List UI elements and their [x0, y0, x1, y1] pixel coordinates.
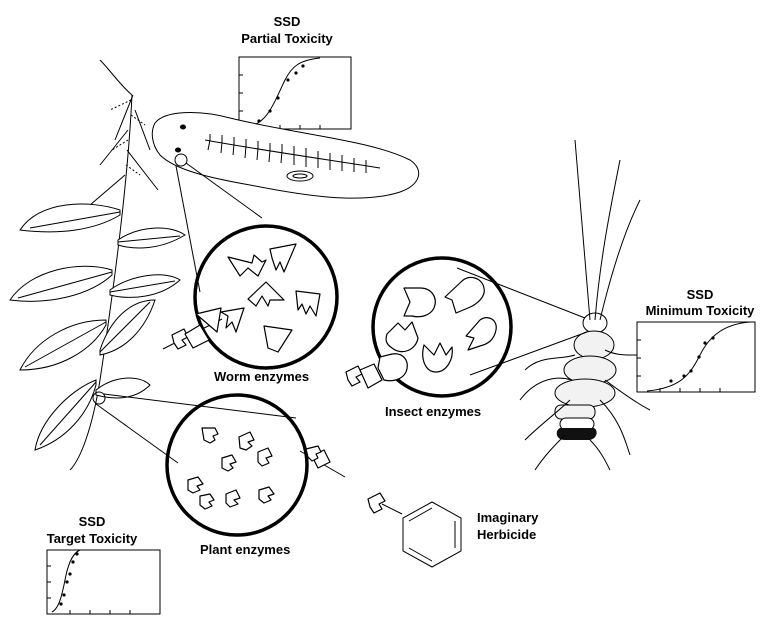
ssd-target-chart: SSD Target Toxicity	[47, 514, 160, 614]
ssd-target-title: SSD	[79, 514, 106, 529]
zoom-connector-lines	[96, 163, 587, 463]
insect-probe-key	[346, 354, 407, 388]
herbicide-label-line2: Herbicide	[477, 527, 536, 542]
insect-enzymes-label: Insect enzymes	[385, 404, 481, 419]
plant-enzymes-label: Plant enzymes	[200, 542, 290, 557]
ssd-partial-title: SSD	[274, 14, 301, 29]
worm-enzymes-circle	[195, 226, 337, 368]
ssd-partial-chart: SSD Partial Toxicity	[239, 14, 351, 129]
ssd-minimum-chart: SSD Minimum Toxicity	[637, 287, 755, 392]
ssd-minimum-title: SSD	[687, 287, 714, 302]
ssd-target-subtitle: Target Toxicity	[47, 531, 138, 546]
herbicide-label-line1: Imaginary	[477, 510, 539, 525]
insect-illustration	[520, 140, 655, 470]
worm-enzymes-label: Worm enzymes	[214, 369, 309, 384]
plant-enzymes-circle	[167, 395, 307, 535]
ssd-partial-subtitle: Partial Toxicity	[241, 31, 333, 46]
ssd-minimum-subtitle: Minimum Toxicity	[646, 303, 756, 318]
imaginary-herbicide-molecule	[368, 493, 461, 567]
